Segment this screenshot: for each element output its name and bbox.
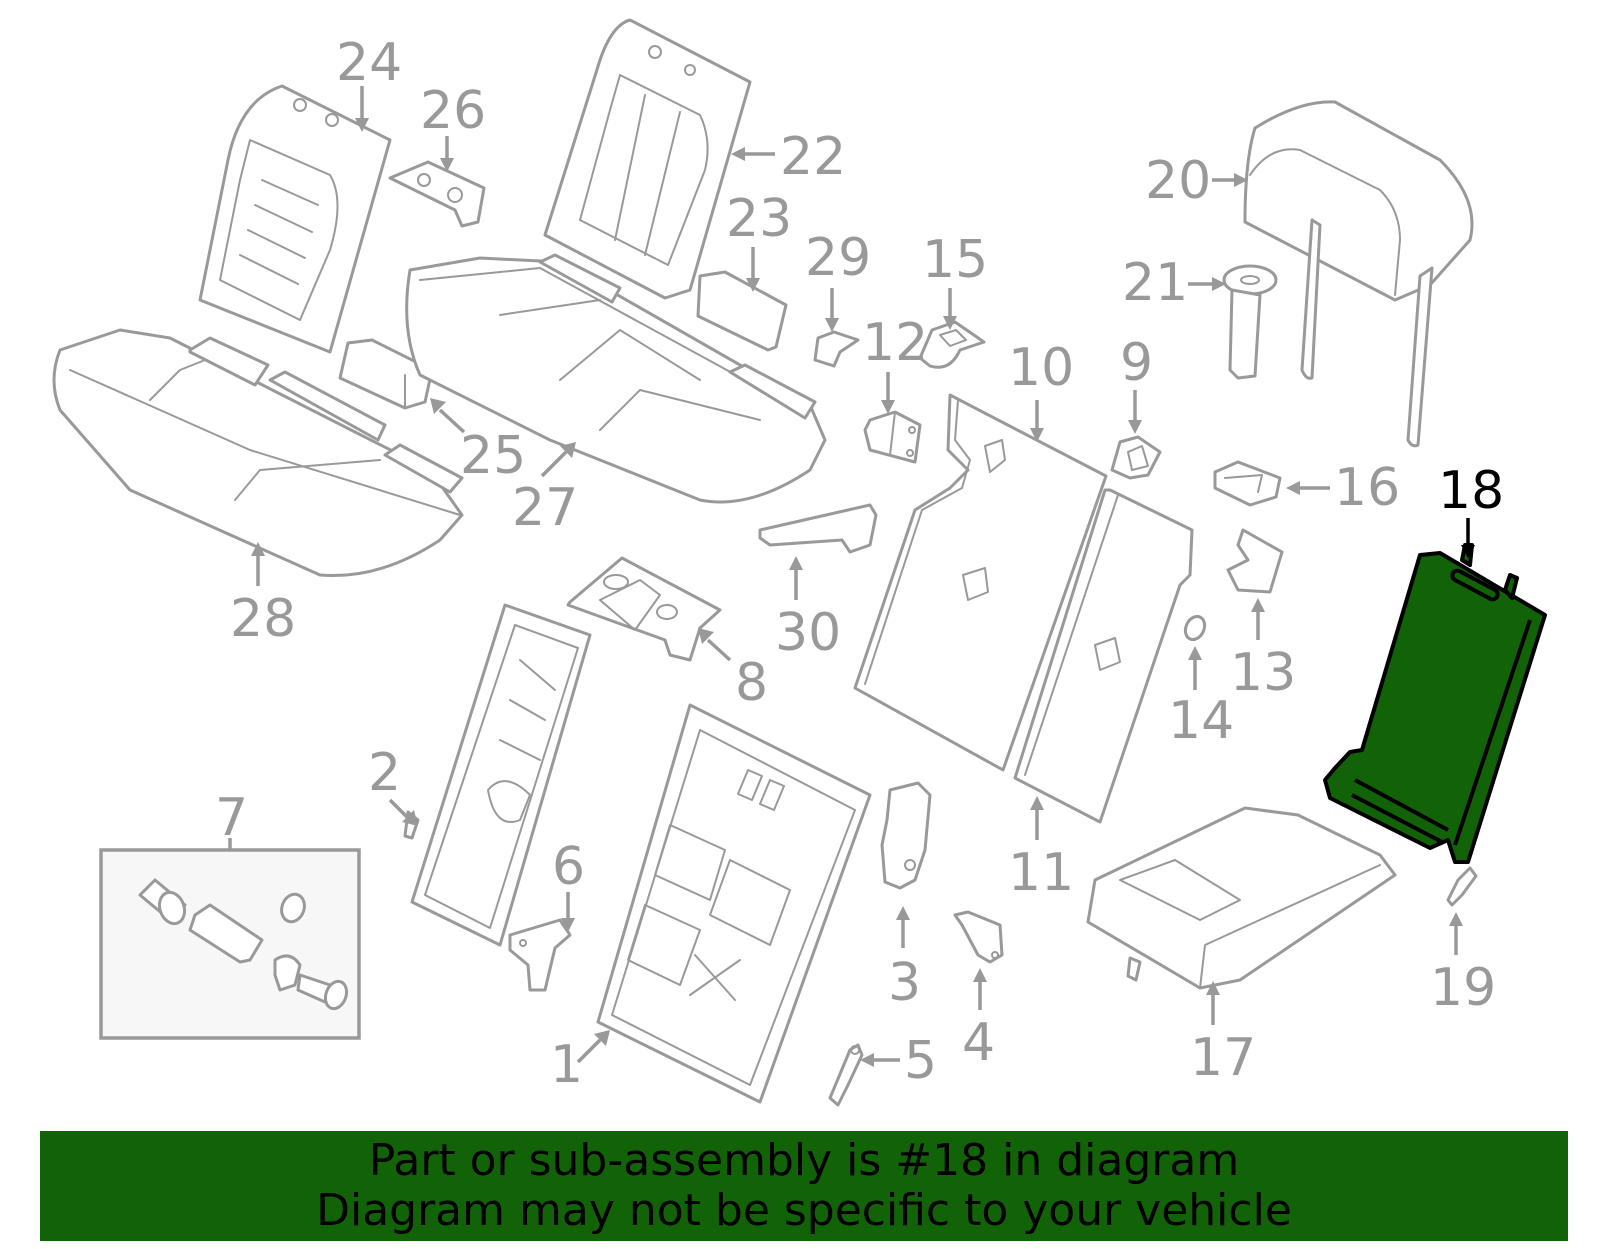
callout-11: 11	[1008, 843, 1074, 903]
banner-line-disclaimer: Diagram may not be specific to your vehi…	[316, 1185, 1292, 1236]
callout-4: 4	[962, 1013, 995, 1073]
part-3-hinge[interactable]	[880, 781, 932, 890]
part-25-block[interactable]	[338, 338, 434, 410]
callout-2: 2	[368, 743, 401, 803]
part-21-headrest-guide[interactable]	[1222, 264, 1278, 380]
part-16-trim[interactable]	[1213, 460, 1282, 507]
callout-5: 5	[904, 1031, 937, 1091]
callout-17: 17	[1190, 1028, 1256, 1088]
part-30-bracket[interactable]	[758, 503, 878, 554]
callout-21: 21	[1122, 253, 1188, 313]
part-23-block[interactable]	[696, 270, 788, 352]
callout-22: 22	[780, 127, 846, 187]
part-20-headrest[interactable]	[1243, 100, 1474, 448]
part-18-armrest-cover-highlighted[interactable]	[1323, 543, 1547, 864]
callout-24: 24	[336, 33, 402, 93]
part-13-bracket[interactable]	[1226, 528, 1284, 594]
part-27-seat-cushion[interactable]	[405, 253, 827, 504]
callout-3: 3	[888, 953, 921, 1013]
callout-9: 9	[1120, 333, 1153, 393]
part-9-clip[interactable]	[1110, 435, 1162, 480]
callout-1: 1	[550, 1035, 583, 1095]
part-11-panel[interactable]	[1013, 488, 1194, 824]
callout-16: 16	[1334, 458, 1400, 518]
part-7-hardware-kit[interactable]	[99, 838, 361, 1040]
part-14-grommet[interactable]	[1182, 613, 1208, 642]
callout-30: 30	[775, 603, 841, 663]
callout-13: 13	[1230, 643, 1296, 703]
part-8-trim-cover[interactable]	[566, 556, 722, 662]
callout-28: 28	[230, 589, 296, 649]
part-4-bracket[interactable]	[953, 910, 1004, 964]
callout-23: 23	[726, 189, 792, 249]
part-12-bracket[interactable]	[863, 410, 922, 464]
part-26-trim-cover[interactable]	[388, 160, 486, 228]
callout-18: 18	[1438, 461, 1504, 521]
callout-25: 25	[460, 426, 526, 486]
callout-19: 19	[1430, 958, 1496, 1018]
callout-10: 10	[1008, 338, 1074, 398]
part-5-clip[interactable]	[828, 1043, 864, 1107]
part-6-bracket[interactable]	[508, 918, 572, 992]
part-29-clip[interactable]	[813, 330, 860, 368]
callout-8: 8	[735, 653, 768, 713]
part-17-armrest[interactable]	[1086, 806, 1397, 990]
callout-7: 7	[215, 788, 248, 848]
part-18-body	[1323, 551, 1547, 864]
banner-line-part: Part or sub-assembly is #18 in diagram	[368, 1135, 1240, 1186]
part-1-seat-frame[interactable]	[596, 703, 872, 1104]
callout-12: 12	[862, 313, 928, 373]
part-15-clip[interactable]	[918, 320, 986, 369]
callout-6: 6	[552, 837, 585, 897]
callouts: 24 26 22 23 29 15 12 10 9 20	[215, 33, 1504, 1095]
callout-27: 27	[512, 478, 578, 538]
callout-29: 29	[805, 228, 871, 288]
callout-26: 26	[420, 81, 486, 141]
callout-14: 14	[1168, 691, 1234, 751]
part-28-seat-cushion[interactable]	[52, 328, 464, 578]
callout-15: 15	[922, 230, 988, 290]
part-10-panel[interactable]	[853, 393, 1108, 772]
part-24-seat-back-cover[interactable]	[198, 84, 392, 354]
part-22-seat-back-cover[interactable]	[543, 18, 752, 300]
callout-20: 20	[1145, 151, 1211, 211]
info-banner: Part or sub-assembly is #18 in diagram D…	[40, 1131, 1568, 1241]
part-19-clip[interactable]	[1446, 866, 1478, 907]
